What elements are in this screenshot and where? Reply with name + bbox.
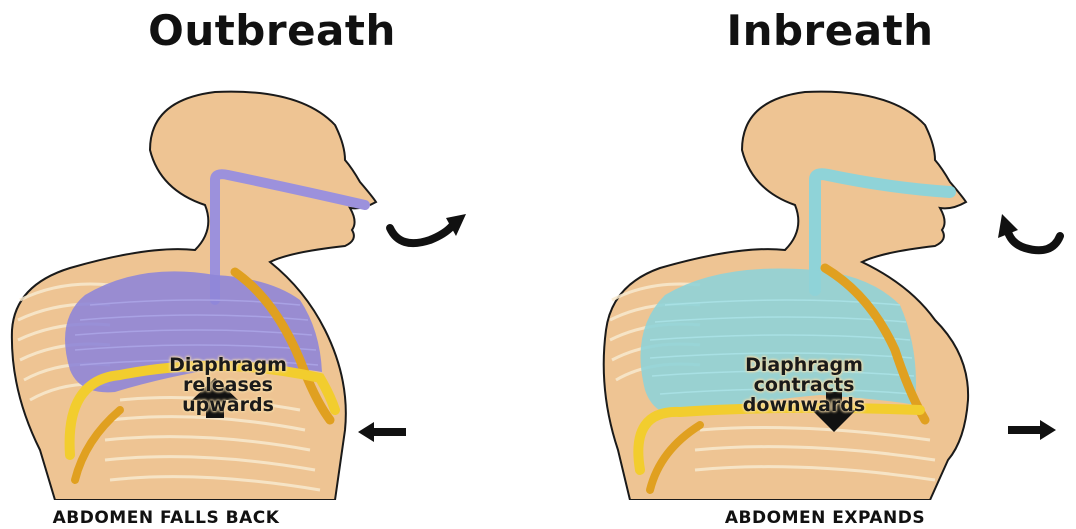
curved-arrow-icon bbox=[390, 214, 466, 243]
inbreath-figure bbox=[560, 80, 1076, 500]
inbreath-title: Inbreath bbox=[662, 6, 998, 55]
outbreath-caption: ABDOMEN FALLS BACK bbox=[0, 508, 332, 528]
left-arrow-icon bbox=[358, 422, 406, 442]
diaphragm-label-outbreath: Diaphragm releases upwards bbox=[128, 355, 328, 415]
label-line: upwards bbox=[128, 395, 328, 415]
label-line: downwards bbox=[704, 395, 904, 415]
outbreath-title: Outbreath bbox=[104, 6, 440, 55]
label-line: Diaphragm bbox=[704, 355, 904, 375]
inbreath-caption: ABDOMEN EXPANDS bbox=[660, 508, 990, 528]
label-line: contracts bbox=[704, 375, 904, 395]
label-line: Diaphragm bbox=[128, 355, 328, 375]
diaphragm-label-inbreath: Diaphragm contracts downwards bbox=[704, 355, 904, 415]
curved-arrow-icon bbox=[998, 214, 1060, 250]
outbreath-figure bbox=[0, 80, 520, 500]
right-arrow-icon bbox=[1008, 420, 1056, 440]
label-line: releases bbox=[128, 375, 328, 395]
